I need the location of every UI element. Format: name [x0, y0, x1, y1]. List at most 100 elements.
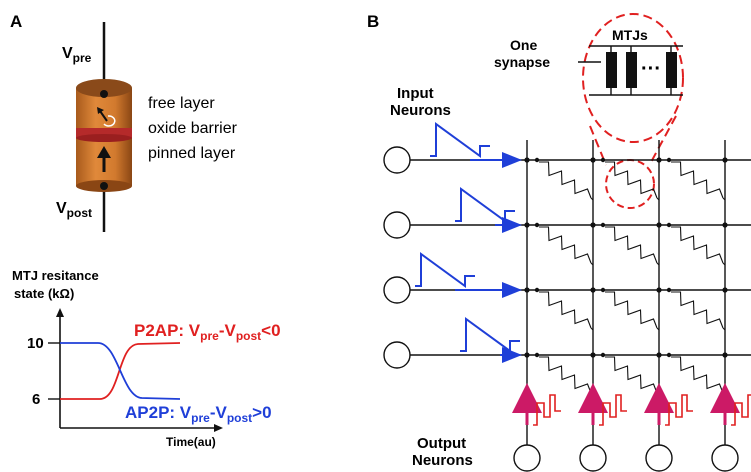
resistor-node-dot [534, 222, 540, 228]
output-neuron-circle [645, 444, 673, 472]
resistor-lead [590, 327, 594, 331]
v-pre-label: Vpre [62, 45, 92, 65]
free-layer-arrow-icon [99, 110, 108, 122]
v-pre-sub: pre [73, 51, 92, 65]
output-neurons-line2: Neurons [412, 452, 473, 469]
mtjs-ellipsis: ··· [641, 58, 661, 80]
ytick-6: 6 [32, 391, 40, 408]
input-pulse-waveform [430, 122, 490, 158]
mtjs-label: MTJs [612, 27, 648, 43]
zoom-guide-right [649, 115, 677, 165]
input-pulse-waveform [455, 187, 515, 223]
mtj-resistor [539, 356, 592, 394]
resistor-lead [722, 197, 726, 201]
junction-dot [656, 287, 662, 293]
junction-dot [722, 157, 728, 163]
oxide-barrier-label: oxide barrier [148, 120, 238, 137]
output-spike-waveform [533, 394, 561, 426]
output-spike-waveform [731, 394, 751, 426]
output-neuron-circle [579, 444, 607, 472]
rotation-icon [103, 115, 116, 127]
resistor-node-dot [600, 157, 606, 163]
plot-ylabel-line1: MTJ resitance [12, 268, 99, 283]
resistor-node-dot [666, 222, 672, 228]
mtj-resistor [671, 291, 724, 329]
resistor-node-dot [666, 157, 672, 163]
junction-dot [590, 157, 596, 163]
resistor-node-dot [534, 352, 540, 358]
resistor-node-dot [600, 222, 606, 228]
junction-dot [722, 287, 728, 293]
input-neurons-line1: Input [397, 85, 434, 102]
output-spike-waveform [665, 394, 693, 426]
junction-dot [590, 352, 596, 358]
resistor-lead [656, 262, 660, 266]
mtj-device [76, 22, 132, 232]
input-neuron-circle [383, 146, 411, 174]
junction-dot [590, 287, 596, 293]
ytick-10: 10 [27, 335, 44, 352]
resistor-node-dot [600, 352, 606, 358]
mtj-resistor [539, 161, 592, 199]
junction-dot [656, 352, 662, 358]
mtj-resistor [671, 356, 724, 394]
resistor-node-dot [534, 157, 540, 163]
mtj-resistor [539, 226, 592, 264]
oxide-barrier-band [76, 128, 132, 138]
mtj-block-1 [606, 52, 617, 88]
input-neuron-circle [383, 276, 411, 304]
output-neuron-circle [711, 444, 739, 472]
resistor-lead [722, 262, 726, 266]
junction-dot [722, 352, 728, 358]
mtj-resistor [605, 291, 658, 329]
resistor-node-dot [600, 287, 606, 293]
synapse-callout: One synapse MTJs ··· [494, 13, 684, 209]
output-spike-waveform [599, 394, 627, 426]
mtj-resistor [539, 291, 592, 329]
resistor-node-dot [666, 352, 672, 358]
junction-dot [656, 222, 662, 228]
one-synapse-line1: One [510, 37, 537, 53]
input-pulse-waveform [460, 317, 520, 353]
mtj-top-cap [76, 79, 132, 97]
mtj-resistor [671, 226, 724, 264]
pinned-layer-arrowhead-icon [97, 146, 111, 158]
junction-dot [590, 222, 596, 228]
crossbar-array [383, 122, 751, 472]
resistor-lead [590, 197, 594, 201]
v-post-sub: post [67, 206, 92, 220]
resistor-node-dot [534, 287, 540, 293]
mtj-resistor [605, 161, 658, 199]
panel-a-label: A [10, 12, 22, 31]
plot-y-axis-arrow-icon [56, 308, 64, 317]
v-post-label: Vpost [56, 200, 92, 220]
mtj-resistor [605, 226, 658, 264]
plot-x-axis-arrow-icon [214, 424, 223, 432]
plot-ylabel-line2: state (kΩ) [14, 286, 74, 301]
synapse-zoom-ellipse [582, 13, 684, 143]
panel-b-label: B [367, 12, 379, 31]
output-neuron-circle [513, 444, 541, 472]
mtj-resistor [671, 161, 724, 199]
top-contact-dot [100, 90, 108, 98]
input-pulse-waveform [415, 252, 475, 288]
junction-dot [524, 352, 530, 358]
pinned-layer-label: pinned layer [148, 145, 236, 162]
resistance-plot: MTJ resitance state (kΩ) 10 6 Time(au) P… [12, 268, 281, 449]
junction-dot [524, 287, 530, 293]
xlabel: Time(au) [166, 435, 216, 449]
free-layer-label: free layer [148, 95, 215, 112]
free-layer-arrowhead-icon [97, 107, 104, 114]
oxide-band-edge [76, 134, 132, 142]
input-neurons-line2: Neurons [390, 102, 451, 119]
resistor-lead [590, 262, 594, 266]
mtj-block-3 [666, 52, 677, 88]
junction-dot [656, 157, 662, 163]
input-neuron-circle [383, 211, 411, 239]
one-synapse-line2: synapse [494, 54, 550, 70]
bottom-contact-dot [100, 182, 108, 190]
junction-dot [524, 222, 530, 228]
junction-dot [524, 157, 530, 163]
p2ap-curve [60, 342, 181, 400]
ap2p-curve [60, 342, 181, 400]
